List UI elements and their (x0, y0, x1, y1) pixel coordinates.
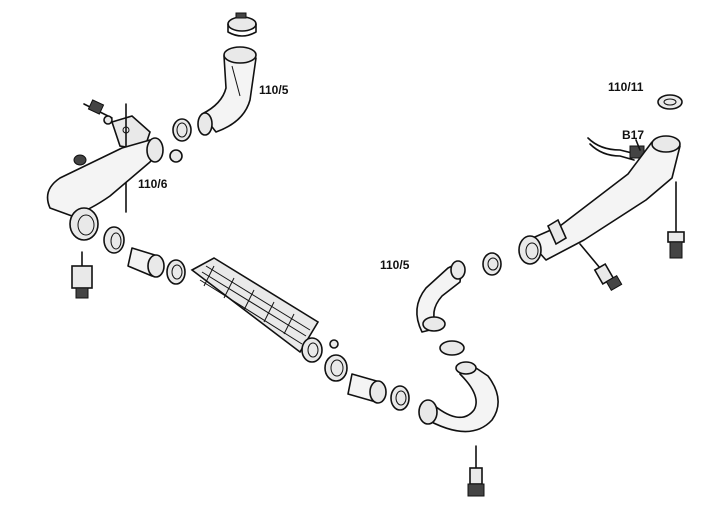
lower-bolt (467, 445, 485, 497)
intercooler-inlet-clamp (103, 226, 125, 254)
left-pipe (46, 137, 183, 217)
label-right-seal: 110/11 (608, 80, 644, 94)
label-mid-hose: 110/5 (380, 258, 410, 272)
rubber-grommet (73, 154, 87, 166)
sensor-cable (587, 137, 645, 161)
right-pipe-end-clamp (518, 235, 542, 265)
mid-hose (416, 260, 466, 333)
right-small-bolt (579, 243, 623, 292)
intercooler-inlet-ring (166, 259, 186, 285)
label-top-hose: 110/5 (259, 83, 289, 97)
left-pipe-end-clamp (69, 207, 99, 241)
right-pipe (527, 135, 681, 261)
label-sensor: B17 (622, 128, 645, 142)
mid-hose-lower-clamp (439, 340, 465, 356)
right-mount-bolt (667, 181, 685, 259)
top-hose-clamp (227, 12, 257, 37)
sensor-leader-line (635, 139, 641, 151)
lower-u-hose (418, 361, 499, 433)
label-left-pipe: 110/6 (138, 177, 168, 191)
mid-hose-upper-clamp (482, 252, 502, 276)
upper-hose (197, 46, 257, 136)
upper-hose-clamp (172, 118, 192, 142)
right-seal-ring (657, 94, 683, 110)
intercooler (190, 257, 320, 354)
lower-hose-clamp (390, 385, 410, 411)
intercooler-outlet-clamp (324, 354, 348, 382)
intercooler-outlet-sleeve (347, 373, 387, 404)
rubber-mount (71, 251, 93, 299)
temperature-sensor (83, 99, 113, 125)
intercooler-inlet-sleeve (127, 247, 165, 278)
intercooler-outlet-ring (301, 337, 339, 363)
